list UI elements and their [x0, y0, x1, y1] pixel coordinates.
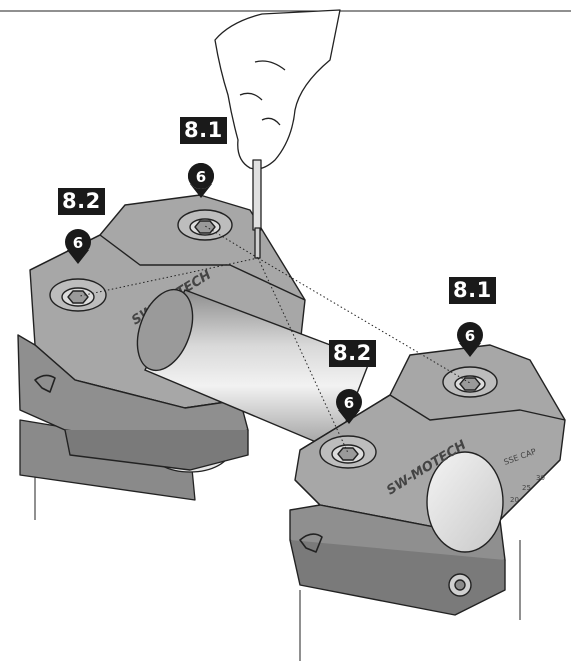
scale-tick-25: 25	[522, 484, 531, 492]
torque-value: 6	[73, 234, 83, 252]
bolt-guide-lines	[79, 225, 471, 454]
torque-value: 6	[344, 394, 354, 412]
step-label-8-1-right: 8.1	[449, 277, 496, 304]
step-label-8-2-left: 8.2	[58, 188, 105, 215]
torque-value: 6	[196, 168, 206, 186]
torque-marker-2: 6	[65, 229, 91, 264]
torque-marker-3: 6	[457, 322, 483, 357]
torque-value: 6	[465, 327, 475, 345]
step-label-8-2-center: 8.2	[329, 340, 376, 367]
scale-tick-20: 20	[510, 496, 519, 504]
step-label-8-1-top: 8.1	[180, 117, 227, 144]
torque-marker-4: 6	[336, 389, 362, 424]
hand-with-hex-key	[214, 9, 341, 259]
torque-marker-1: 6	[187, 163, 214, 198]
scale-tick-30: 30	[536, 474, 545, 482]
right-clamp	[289, 344, 566, 616]
